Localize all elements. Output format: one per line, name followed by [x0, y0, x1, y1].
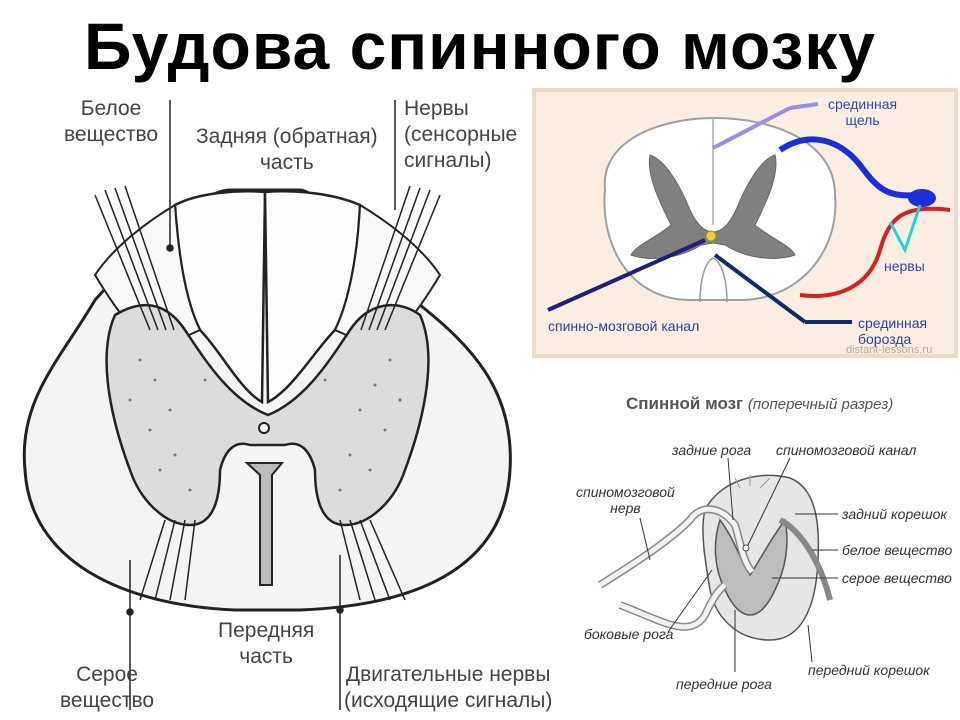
section-label-dorsal-root: задний корешок	[842, 506, 948, 522]
label-white-matter: Белое вещество	[64, 97, 159, 146]
page-title: Будова спинного мозку	[84, 9, 876, 83]
section-title: Спинной мозг (поперечный разрез)	[626, 394, 894, 413]
label-gray-matter: Серое вещество	[60, 663, 155, 712]
label-sensory-nerves: Нервы (сенсорные сигналы)	[404, 97, 518, 172]
inset-label-median-fissure: срединная щель	[828, 96, 898, 128]
section-label-spinal-canal: спиномозговой канал	[776, 442, 917, 458]
inset-watermark: distant-lessons.ru	[846, 344, 933, 356]
label-anterior: Передняя часть	[218, 619, 315, 668]
section-label-spinal-nerve: спиномозговой нерв	[576, 484, 675, 516]
section-label-white-matter: белое вещество	[842, 542, 953, 558]
label-motor-nerves: Двигательные нервы (исходящие сигналы)	[344, 663, 553, 712]
section-label-anterior-horns: передние рога	[676, 676, 772, 692]
inset-gray-matter	[630, 154, 796, 259]
section-label-gray-matter: серое вещество	[842, 570, 952, 586]
label-posterior: Задняя (обратная) часть	[196, 125, 378, 174]
gray-matter-shape	[105, 303, 430, 527]
inset-label-nerves: нервы	[884, 258, 925, 274]
section-label-posterior-horns: задние рога	[672, 442, 752, 458]
inset-label-median-sulcus: срединная борозда	[858, 315, 928, 347]
inset-label-central-canal: спинно-мозговой канал	[548, 318, 700, 334]
section-label-lateral-horns: боковые рога	[584, 626, 674, 642]
section-label-ventral-root: передний корешок	[808, 662, 930, 678]
